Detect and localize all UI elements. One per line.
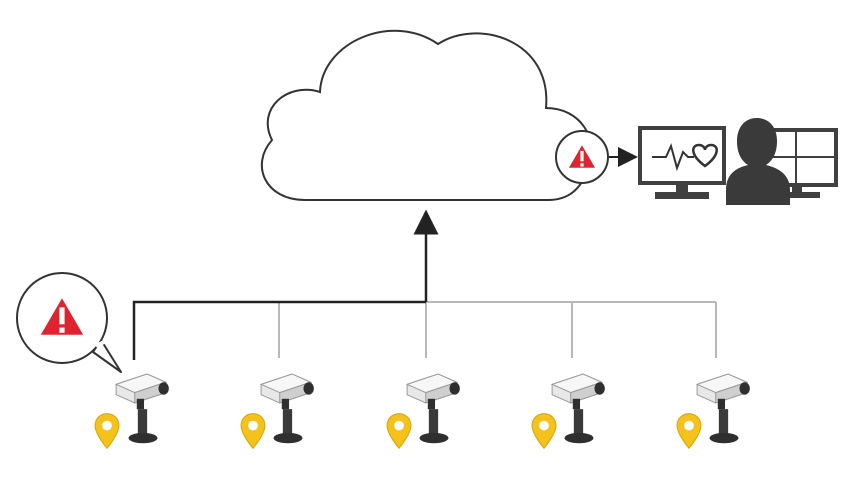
heart-monitor-icon	[638, 126, 726, 199]
camera-alert-bubble	[16, 272, 122, 373]
camera-2	[240, 373, 315, 449]
camera-4	[531, 373, 606, 449]
camera-5	[676, 373, 751, 449]
security-camera-icon	[260, 373, 315, 444]
location-pin-icon	[676, 413, 702, 449]
security-camera-icon	[115, 373, 170, 444]
cloud-icon	[261, 29, 593, 201]
location-pin-icon	[94, 413, 120, 449]
active-connection	[132, 209, 439, 360]
location-pin-icon	[386, 413, 412, 449]
security-camera-icon	[696, 373, 751, 444]
person-silhouette-icon	[726, 118, 790, 205]
security-camera-icon	[551, 373, 606, 444]
location-pin-icon	[531, 413, 557, 449]
security-camera-icon	[406, 373, 461, 444]
cloud-alert-badge	[555, 130, 609, 184]
camera-1	[94, 373, 170, 449]
inactive-connections	[278, 301, 717, 358]
location-pin-icon	[240, 413, 266, 449]
camera-3	[386, 373, 461, 449]
camera-row	[94, 373, 751, 449]
